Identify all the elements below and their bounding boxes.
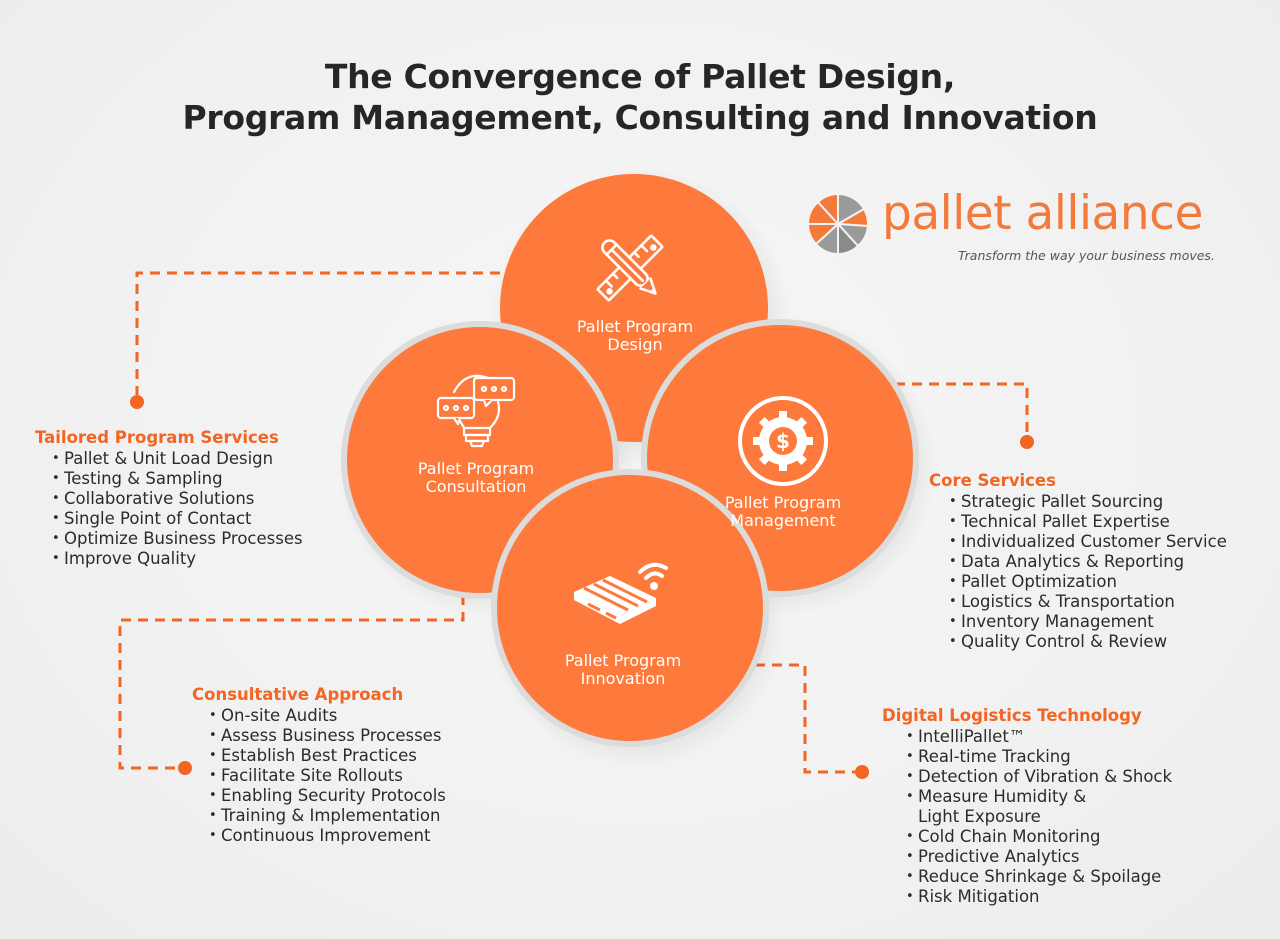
label-line-2: Consultation: [425, 477, 527, 496]
label-line-2: Innovation: [580, 669, 666, 688]
brand-tagline: Transform the way your business moves.: [958, 248, 1215, 263]
list-item: Improve Quality: [52, 549, 303, 569]
circle-label-management: Pallet Program Management: [683, 494, 883, 530]
dot-consultative: [178, 761, 192, 775]
list-item: Enabling Security Protocols: [209, 786, 446, 806]
brand-logo: pallet alliance Transform the way your b…: [808, 186, 1248, 272]
section-heading: Tailored Program Services: [35, 428, 279, 447]
list-item: Logistics & Transportation: [949, 592, 1227, 612]
list-item: Training & Implementation: [209, 806, 446, 826]
lightbulb-chat-icon: [436, 374, 516, 448]
connector-tailored: [135, 271, 500, 395]
list-item: Individualized Customer Service: [949, 532, 1227, 552]
list-item-continuation: Light Exposure: [918, 807, 1041, 826]
section-core: Core Services Strategic Pallet Sourcing …: [929, 470, 1227, 652]
list-item: Real-time Tracking: [906, 747, 1172, 767]
list-item: Risk Mitigation: [906, 887, 1172, 907]
dot-core: [1020, 435, 1034, 449]
connector-digital: [755, 663, 855, 774]
list-item: Strategic Pallet Sourcing: [949, 492, 1227, 512]
list-item: Measure Humidity &: [906, 787, 1172, 807]
list-item: Detection of Vibration & Shock: [906, 767, 1172, 787]
list-item: Predictive Analytics: [906, 847, 1172, 867]
page-title: The Convergence of Pallet Design, Progra…: [0, 56, 1280, 138]
list-item: Inventory Management: [949, 612, 1227, 632]
label-line-2: Design: [607, 335, 663, 354]
pencil-ruler-icon: [596, 234, 664, 302]
label-line-1: Pallet Program: [564, 651, 682, 670]
list-item: IntelliPallet™: [906, 727, 1172, 747]
label-line-2: Management: [730, 511, 836, 530]
section-heading: Consultative Approach: [192, 685, 404, 704]
segmented-circle-logo-icon: [808, 194, 868, 254]
circle-label-consultation: Pallet Program Consultation: [376, 460, 576, 496]
circle-label-design: Pallet Program Design: [535, 318, 735, 354]
gear-dollar-icon: $: [738, 396, 828, 486]
dot-tailored: [130, 395, 144, 409]
section-heading: Digital Logistics Technology: [882, 706, 1142, 725]
pallet-wifi-icon: [574, 562, 668, 624]
label-line-1: Pallet Program: [576, 317, 694, 336]
connector-core: [895, 382, 1029, 436]
list-item: Establish Best Practices: [209, 746, 446, 766]
section-digital: Digital Logistics Technology IntelliPall…: [882, 705, 1172, 907]
section-tailored: Tailored Program Services Pallet & Unit …: [35, 427, 303, 569]
list-item: Single Point of Contact: [52, 509, 303, 529]
section-heading: Core Services: [929, 471, 1056, 490]
list-item: Facilitate Site Rollouts: [209, 766, 446, 786]
list-item: Pallet & Unit Load Design: [52, 449, 303, 469]
list-item: Continuous Improvement: [209, 826, 446, 846]
list-item: Testing & Sampling: [52, 469, 303, 489]
connector-lines: [118, 271, 1029, 774]
title-line-1: The Convergence of Pallet Design,: [324, 57, 956, 96]
label-line-1: Pallet Program: [724, 493, 842, 512]
list-item: Data Analytics & Reporting: [949, 552, 1227, 572]
list-item: Cold Chain Monitoring: [906, 827, 1172, 847]
list-item: Pallet Optimization: [949, 572, 1227, 592]
list-item: Optimize Business Processes: [52, 529, 303, 549]
list-item: Technical Pallet Expertise: [949, 512, 1227, 532]
list-item: Reduce Shrinkage & Spoilage: [906, 867, 1172, 887]
title-line-2: Program Management, Consulting and Innov…: [182, 98, 1098, 137]
dot-digital: [855, 765, 869, 779]
section-consultative: Consultative Approach On-site Audits Ass…: [192, 684, 446, 846]
connector-dots: [130, 395, 1034, 779]
list-item: Collaborative Solutions: [52, 489, 303, 509]
connector-consultative: [118, 595, 465, 770]
circle-label-innovation: Pallet Program Innovation: [523, 652, 723, 688]
brand-name: pallet alliance: [882, 186, 1203, 241]
list-item: Assess Business Processes: [209, 726, 446, 746]
list-item: Quality Control & Review: [949, 632, 1227, 652]
svg-text:$: $: [776, 429, 790, 453]
list-item: On-site Audits: [209, 706, 446, 726]
label-line-1: Pallet Program: [417, 459, 535, 478]
